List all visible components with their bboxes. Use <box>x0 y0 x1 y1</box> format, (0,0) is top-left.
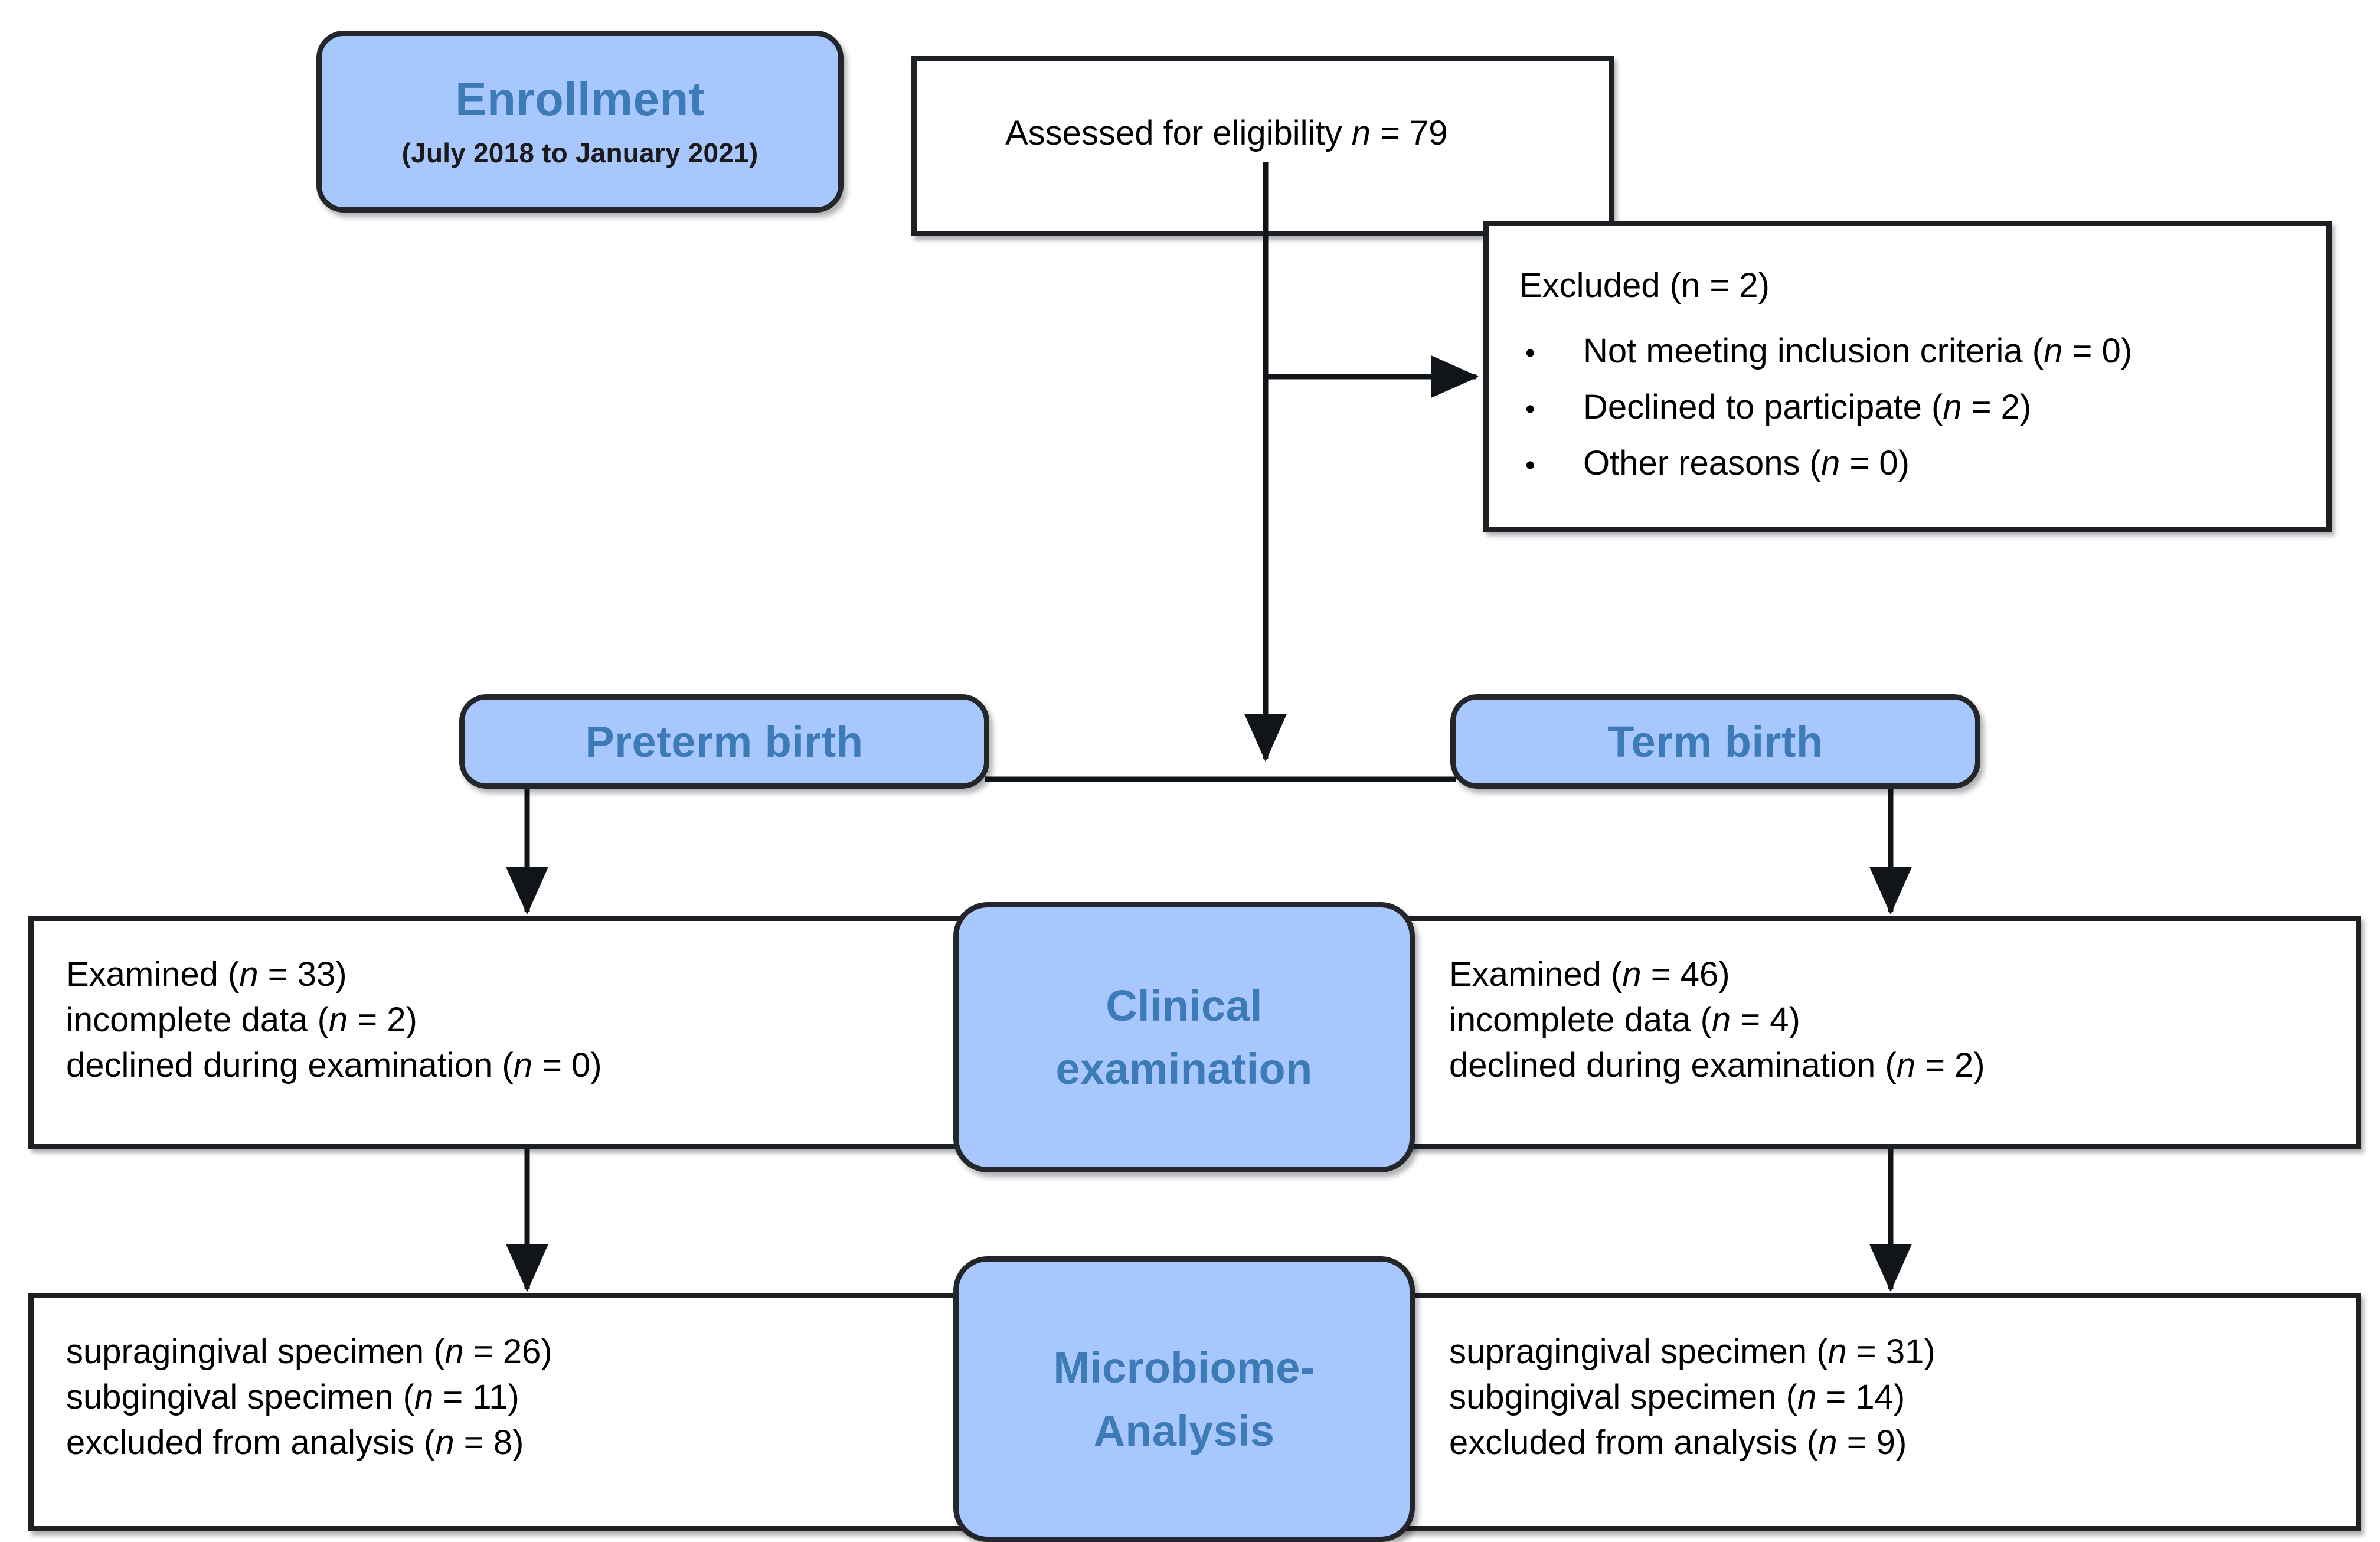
term-birth-label: Term birth <box>1607 717 1823 766</box>
reason-text-post: = 0) <box>1840 444 1910 482</box>
bullet-icon: • <box>1525 338 1535 369</box>
analysis-line: subgingival specimen (n = 14) <box>1449 1374 1936 1420</box>
line-n-symbol: n <box>1797 1378 1817 1417</box>
reason-text-post: = 2) <box>1961 388 2032 426</box>
assessed-for-eligibility-text: Assessed for eligibility n = 79 <box>1005 113 1448 153</box>
list-item: • Not meeting inclusion criteria (n = 0) <box>1512 331 2132 371</box>
line-text-pre: excluded from analysis ( <box>66 1423 436 1462</box>
excluded-reasons-list: • Not meeting inclusion criteria (n = 0)… <box>1512 331 2132 499</box>
examination-line: incomplete data (n = 2) <box>66 997 602 1043</box>
clinical-examination-label: Clinical examination <box>1055 974 1312 1101</box>
analysis-line: excluded from analysis (n = 9) <box>1449 1420 1936 1465</box>
reason-n-symbol: n <box>2044 332 2063 370</box>
reason-text-pre: Other reasons ( <box>1583 444 1821 482</box>
analysis-line: supragingival specimen (n = 31) <box>1449 1329 1936 1374</box>
assessed-n-symbol: n <box>1351 114 1371 152</box>
assessed-for-eligibility-box: Assessed for eligibility n = 79 <box>911 56 1614 236</box>
line-n-symbol: n <box>1711 1001 1731 1040</box>
line-n-symbol: n <box>1828 1332 1847 1371</box>
line-text-post: = 4) <box>1731 1001 1800 1040</box>
line-text-pre: declined during examination ( <box>66 1046 514 1085</box>
examination-term-results: Examined (n = 46) incomplete data (n = 4… <box>1449 952 1985 1088</box>
reason-text: Other reasons (n = 0) <box>1583 443 1910 483</box>
line-n-symbol: n <box>328 1001 348 1040</box>
line-n-symbol: n <box>1896 1046 1915 1085</box>
line-n-symbol: n <box>239 955 259 994</box>
line-n-symbol: n <box>513 1046 532 1085</box>
clinical-examination-label-line1: Clinical <box>1106 981 1263 1030</box>
examination-line: Examined (n = 46) <box>1449 952 1985 997</box>
clinical-examination-stage-box: Clinical examination <box>953 902 1415 1172</box>
examination-line: declined during examination (n = 2) <box>1449 1043 1985 1088</box>
line-text-pre: incomplete data ( <box>1449 1001 1712 1040</box>
line-text-pre: incomplete data ( <box>66 1001 329 1040</box>
enrollment-period: (July 2018 to January 2021) <box>401 138 759 168</box>
list-item: • Declined to participate (n = 2) <box>1512 387 2132 427</box>
line-text-post: = 26) <box>463 1332 552 1371</box>
line-n-symbol: n <box>435 1423 455 1462</box>
line-text-post: = 2) <box>1915 1046 1985 1085</box>
line-text-post: = 14) <box>1816 1378 1905 1417</box>
reason-n-symbol: n <box>1943 388 1962 426</box>
analysis-line: subgingival specimen (n = 11) <box>66 1374 552 1420</box>
bullet-icon: • <box>1525 394 1535 425</box>
examination-line: incomplete data (n = 4) <box>1449 997 1985 1043</box>
term-birth-box: Term birth <box>1450 694 1980 789</box>
line-text-post: = 2) <box>348 1001 417 1040</box>
enrollment-stage-box: Enrollment (July 2018 to January 2021) <box>316 31 844 213</box>
assessed-label-post: = 79 <box>1370 114 1448 152</box>
line-text-pre: supragingival specimen ( <box>66 1332 445 1371</box>
enrollment-title: Enrollment <box>455 73 705 125</box>
reason-text-pre: Not meeting inclusion criteria ( <box>1583 332 2044 370</box>
reason-text-pre: Declined to participate ( <box>1583 388 1943 426</box>
examination-preterm-results: Examined (n = 33) incomplete data (n = 2… <box>66 952 602 1088</box>
reason-text: Not meeting inclusion criteria (n = 0) <box>1583 331 2132 371</box>
line-text-pre: Examined ( <box>66 955 240 994</box>
line-text-post: = 0) <box>532 1046 602 1085</box>
line-n-symbol: n <box>1818 1423 1838 1462</box>
examination-line: declined during examination (n = 0) <box>66 1043 602 1088</box>
excluded-title: Excluded (n = 2) <box>1519 266 1770 305</box>
examination-line: Examined (n = 33) <box>66 952 602 997</box>
line-text-pre: subgingival specimen ( <box>66 1378 414 1417</box>
line-text-post: = 46) <box>1641 955 1730 994</box>
line-text-pre: declined during examination ( <box>1449 1046 1897 1085</box>
line-text-post: = 11) <box>433 1378 519 1417</box>
line-text-pre: supragingival specimen ( <box>1449 1332 1828 1371</box>
analysis-preterm-results: supragingival specimen (n = 26) subgingi… <box>66 1329 552 1465</box>
line-text-pre: Examined ( <box>1449 955 1623 994</box>
reason-text: Declined to participate (n = 2) <box>1583 387 2031 427</box>
reason-n-symbol: n <box>1820 444 1840 482</box>
line-text-post: = 8) <box>454 1423 524 1462</box>
analysis-line: excluded from analysis (n = 8) <box>66 1420 552 1465</box>
preterm-birth-label: Preterm birth <box>585 717 864 766</box>
microbiome-analysis-label: Microbiome- Analysis <box>1053 1336 1315 1463</box>
line-text-pre: subgingival specimen ( <box>1449 1378 1797 1417</box>
analysis-line: supragingival specimen (n = 26) <box>66 1329 552 1374</box>
assessed-label-pre: Assessed for eligibility <box>1005 114 1352 152</box>
microbiome-analysis-label-line1: Microbiome- <box>1053 1342 1315 1392</box>
line-n-symbol: n <box>444 1332 464 1371</box>
line-text-pre: excluded from analysis ( <box>1449 1423 1819 1462</box>
line-text-post: = 33) <box>258 955 347 994</box>
list-item: • Other reasons (n = 0) <box>1512 443 2132 483</box>
line-n-symbol: n <box>414 1378 434 1417</box>
excluded-box: Excluded (n = 2) • Not meeting inclusion… <box>1483 221 2332 532</box>
line-n-symbol: n <box>1622 955 1642 994</box>
clinical-examination-label-line2: examination <box>1055 1044 1313 1093</box>
line-text-post: = 31) <box>1846 1332 1936 1371</box>
microbiome-analysis-stage-box: Microbiome- Analysis <box>953 1256 1415 1542</box>
analysis-term-results: supragingival specimen (n = 31) subgingi… <box>1449 1329 1936 1465</box>
microbiome-analysis-label-line2: Analysis <box>1093 1406 1275 1455</box>
preterm-birth-box: Preterm birth <box>459 694 989 789</box>
reason-text-post: = 0) <box>2062 332 2133 370</box>
bullet-icon: • <box>1525 450 1535 481</box>
line-text-post: = 9) <box>1837 1423 1907 1462</box>
